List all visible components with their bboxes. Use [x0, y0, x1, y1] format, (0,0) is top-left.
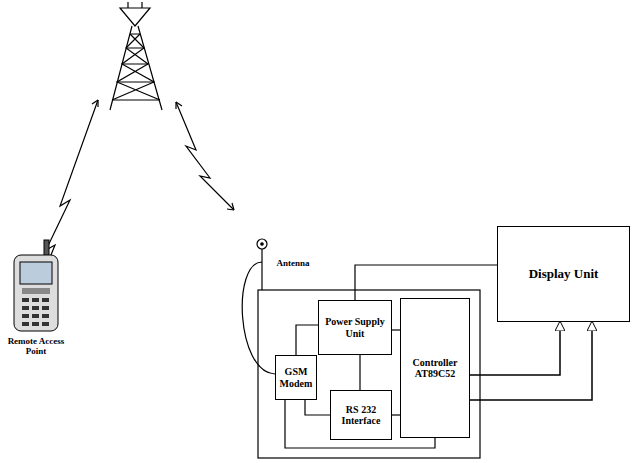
controller-box: Controller AT89C52: [400, 298, 470, 438]
device-label: Remote Access Point: [2, 336, 70, 357]
data-arrow: [470, 322, 560, 375]
box-label: GSM Modem: [278, 366, 314, 389]
wire: [359, 355, 360, 390]
power-supply-box: Power Supply Unit: [318, 300, 392, 355]
box-label: Display Unit: [529, 267, 599, 282]
phone: [14, 240, 58, 331]
box-label: RS 232 Interface: [333, 404, 389, 427]
display-box: Display Unit: [497, 226, 630, 322]
wire: [355, 265, 497, 300]
modem-box: GSM Modem: [275, 355, 317, 400]
wire: [305, 400, 330, 415]
tower: [110, 2, 162, 110]
wire: [296, 325, 318, 355]
box-label: Controller AT89C52: [403, 357, 467, 380]
antenna-label: Antenna: [268, 258, 318, 268]
housing: [258, 290, 480, 458]
wire: [392, 329, 400, 330]
data-arrow: [470, 322, 592, 400]
antenna: [242, 239, 275, 374]
radio-link: [35, 100, 234, 292]
wire: [392, 414, 400, 415]
interface-box: RS 232 Interface: [330, 390, 392, 440]
box-label: Power Supply Unit: [321, 316, 389, 339]
